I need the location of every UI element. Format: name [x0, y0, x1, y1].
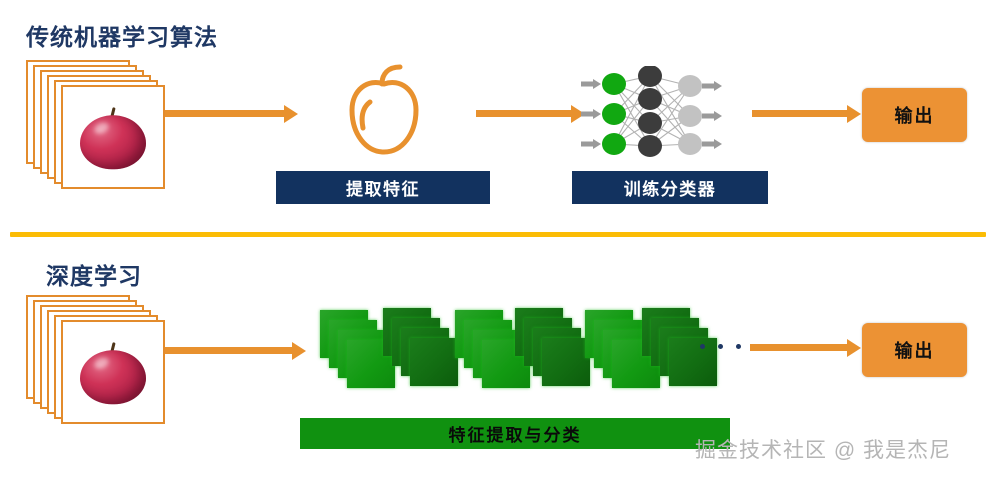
ellipsis-dots: [700, 344, 741, 349]
traditional-output-box: 输出: [862, 88, 967, 142]
apple-body: [80, 115, 146, 170]
arrow-input-to-extract: [163, 110, 285, 117]
arrow-classifier-to-output: [752, 110, 848, 117]
arrow-extract-to-classifier: [476, 110, 572, 117]
section-divider: [10, 232, 986, 237]
conv-stack: [455, 310, 555, 400]
deep-output-box: 输出: [862, 323, 967, 377]
conv-square: [542, 338, 590, 386]
arrow-conv-to-output: [750, 344, 848, 351]
train-classifier-label: 训练分类器: [572, 171, 768, 204]
conv-stack: [383, 308, 483, 398]
conv-stack: [515, 308, 615, 398]
feature-extraction-classification-label: 特征提取与分类: [300, 418, 730, 449]
deep-learning-title: 深度学习: [46, 263, 142, 289]
conv-stack: [320, 310, 420, 400]
deep-input-image-stack: [26, 295, 186, 425]
apple-outline-icon: [349, 64, 419, 155]
conv-square: [669, 338, 717, 386]
apple-photo-icon: [80, 342, 146, 405]
apple-photo-card: [61, 85, 165, 189]
neural-network-icon: [581, 66, 722, 157]
ellipsis-dot: [736, 344, 741, 349]
apple-body: [80, 350, 146, 405]
extract-feature-label: 提取特征: [276, 171, 490, 204]
arrow-input-to-conv: [165, 347, 293, 354]
conv-stack: [642, 308, 742, 398]
apple-photo-icon: [80, 107, 146, 170]
apple-photo-card: [61, 320, 165, 424]
traditional-ml-title: 传统机器学习算法: [26, 24, 218, 50]
conv-square: [410, 338, 458, 386]
watermark-text: 掘金技术社区 @ 我是杰尼: [695, 439, 951, 462]
ellipsis-dot: [718, 344, 723, 349]
ellipsis-dot: [700, 344, 705, 349]
traditional-input-image-stack: [26, 60, 186, 190]
